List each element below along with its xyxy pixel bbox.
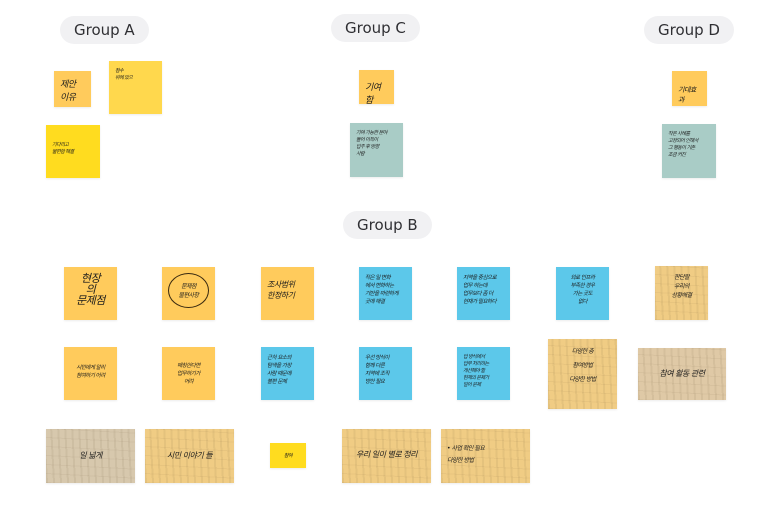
sticky-note[interactable]: 제안 이유 bbox=[54, 71, 91, 107]
scanned-note[interactable]: 다양한 층 참여방법 다양한 방법 bbox=[548, 339, 617, 409]
sticky-note[interactable]: 업 방식에서 업무 처리하는 개선해야 할 현재의 문제가 일어 문제 bbox=[457, 347, 510, 400]
sticky-note-text: 우선 방식이 함께 다른 지역에 조직 방안 필요 bbox=[365, 355, 390, 385]
sticky-note[interactable]: 시민에게 알리 참여하기 어려 bbox=[64, 347, 117, 400]
scanned-note[interactable]: 시민 이야기 들 bbox=[145, 429, 234, 483]
sticky-note-text: 작은 사례를 고정되어 인해서 그 행동이 기존 조금 커진 bbox=[668, 131, 698, 158]
sticky-note-text: 지역을 중심으로 업무 하는데 업무보다 좀 더 현재가 필요하다 bbox=[463, 275, 497, 305]
sticky-note-text: 기여함 bbox=[365, 83, 381, 104]
sticky-note[interactable]: 기대효과 bbox=[672, 71, 707, 106]
sticky-note[interactable]: 우선 방식이 함께 다른 지역에 조직 방안 필요 bbox=[359, 347, 412, 400]
sticky-note[interactable]: 근처 요소의 탐색을 가장 사람 때문에 불편 문제 bbox=[261, 347, 314, 400]
sticky-note[interactable]: 외로 인프라 부족한 경우 가는 곳도 없다 bbox=[556, 267, 609, 320]
sticky-note-text: 작은 일 변화 에서 변화하는 기반을 마련하게 곳에 해결 bbox=[365, 275, 399, 305]
scanned-note[interactable]: 판단할 우리의 상황해결 bbox=[655, 266, 708, 320]
sticky-note[interactable]: 점수 위에 있으 bbox=[109, 61, 162, 114]
sticky-note[interactable]: 참여 bbox=[270, 443, 306, 468]
sticky-note-text: 판단할 우리의 상황해결 bbox=[671, 274, 692, 299]
sticky-note[interactable]: 작은 사례를 고정되어 인해서 그 행동이 기존 조금 커진 bbox=[662, 124, 716, 178]
sticky-note[interactable]: 기여 가능한 분야 들어 이득이 입주 후 방향 사람 bbox=[350, 123, 403, 177]
scanned-note[interactable]: 일 넓게 bbox=[46, 429, 135, 483]
sticky-note[interactable]: 문제점 불편사항 bbox=[162, 267, 215, 320]
sticky-note-text: 매칭한다면 업무하기가 어려 bbox=[177, 363, 200, 385]
sticky-note-text: 다양한 층 참여방법 다양한 방법 bbox=[569, 348, 596, 383]
scanned-note[interactable]: 우리 일이 별로 정리 bbox=[342, 429, 431, 483]
group-label-a[interactable]: Group A bbox=[60, 16, 149, 44]
sticky-note-text: 기여 가능한 분야 들어 이득이 입주 후 방향 사람 bbox=[356, 130, 387, 157]
sticky-note-text: 점수 위에 있으 bbox=[115, 68, 133, 81]
sticky-note[interactable]: 기다리고 불편함 해결 bbox=[46, 125, 100, 178]
sticky-note-text: 조사범위 한정하기 bbox=[267, 280, 295, 300]
group-label-d[interactable]: Group D bbox=[644, 16, 734, 44]
sticky-note-text: 문제점 불편사항 bbox=[178, 283, 199, 299]
sticky-note-text: 시민에게 알리 참여하기 어려 bbox=[76, 365, 105, 379]
sticky-note[interactable]: 기여함 bbox=[359, 70, 394, 104]
sticky-note-text: 기대효과 bbox=[678, 86, 696, 104]
group-label-c[interactable]: Group C bbox=[331, 14, 420, 42]
sticky-note-text: • 사업 확인 필요 다양한 방법 bbox=[447, 445, 485, 464]
scanned-note[interactable]: 참여 활동 관련 bbox=[638, 348, 726, 400]
sticky-note[interactable]: 매칭한다면 업무하기가 어려 bbox=[162, 347, 215, 400]
sticky-note-text: 기다리고 불편함 해결 bbox=[52, 142, 74, 155]
sticky-note-text: 시민 이야기 들 bbox=[166, 451, 213, 460]
scanned-note[interactable]: • 사업 확인 필요 다양한 방법 bbox=[441, 429, 530, 483]
sticky-note-text: 근처 요소의 탐색을 가장 사람 때문에 불편 문제 bbox=[267, 355, 292, 385]
sticky-note-text: 현장 의 문제점 bbox=[76, 272, 105, 307]
sticky-note[interactable]: 현장 의 문제점 bbox=[64, 267, 117, 320]
sticky-note-text: 제안 이유 bbox=[60, 80, 76, 103]
sticky-note-text: 우리 일이 별로 정리 bbox=[355, 450, 418, 459]
sticky-note[interactable]: 작은 일 변화 에서 변화하는 기반을 마련하게 곳에 해결 bbox=[359, 267, 412, 320]
sticky-note[interactable]: 조사범위 한정하기 bbox=[261, 267, 314, 320]
sticky-note-text: 일 넓게 bbox=[79, 451, 102, 460]
sticky-note-text: 참여 활동 관련 bbox=[659, 369, 705, 378]
sticky-note-text: 참여 bbox=[283, 453, 293, 459]
group-label-b[interactable]: Group B bbox=[343, 211, 432, 239]
sticky-note[interactable]: 지역을 중심으로 업무 하는데 업무보다 좀 더 현재가 필요하다 bbox=[457, 267, 510, 320]
sticky-note-text: 외로 인프라 부족한 경우 가는 곳도 없다 bbox=[570, 275, 595, 305]
sticky-note-text: 업 방식에서 업무 처리하는 개선해야 할 현재의 문제가 일어 문제 bbox=[463, 354, 489, 388]
